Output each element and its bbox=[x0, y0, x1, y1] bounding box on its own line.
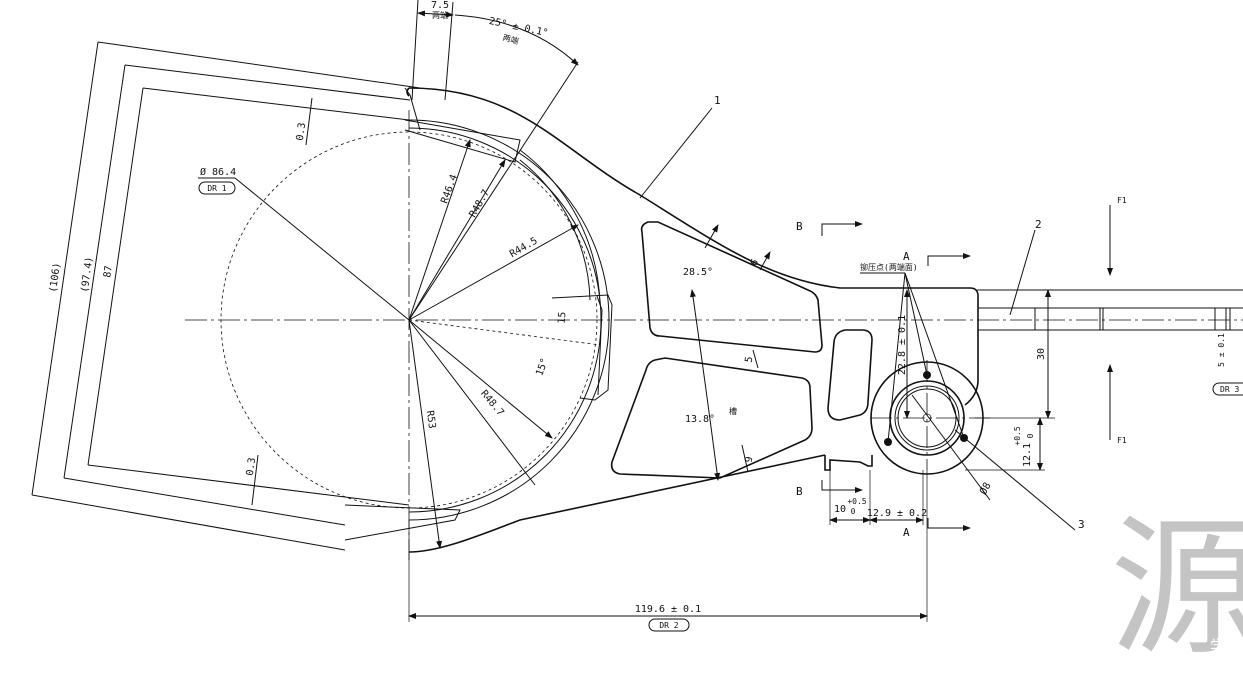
dim-87: 87 bbox=[102, 265, 115, 278]
dim-phi-8: Ø8 bbox=[977, 480, 993, 496]
arm-part-2 bbox=[978, 289, 1243, 331]
dim-10-tol: +0.5 bbox=[847, 497, 866, 506]
dim-r53: R53 bbox=[424, 410, 437, 429]
dim-r44-5: R44.5 bbox=[508, 236, 540, 261]
part-1-label: 1 bbox=[714, 94, 721, 107]
dim-7-5-note: 两端 bbox=[432, 10, 448, 20]
dim-12-9: 12.9 ± 0.2 bbox=[867, 508, 927, 519]
part-3-label: 3 bbox=[1078, 518, 1085, 531]
rivet-callout: 铆压点(两端面) bbox=[860, 262, 965, 443]
dim-30: 30 bbox=[1036, 348, 1047, 360]
dim-phi-86-4: Ø 86.4 bbox=[200, 166, 236, 178]
part-labels: 1 2 3 bbox=[639, 94, 1085, 531]
rivet-note: 铆压点(两端面) bbox=[860, 262, 918, 272]
pocket-note: 槽 bbox=[729, 406, 737, 416]
pockets bbox=[610, 221, 873, 479]
dim-7-5: 7.5 bbox=[431, 0, 449, 11]
dim-r48-7-bottom: R48.7 bbox=[478, 388, 506, 418]
dr1-label: DR 1 bbox=[207, 184, 226, 193]
watermark: 源 学 bbox=[1110, 502, 1243, 673]
dim-15: 15 bbox=[557, 311, 569, 324]
dim-106: (106) bbox=[48, 262, 63, 293]
section-b-bottom: B bbox=[796, 485, 803, 498]
boss-dimensions: 22.8 ± 0.1 30 12.1 +0.5 0 10 +0.5 0 12.9… bbox=[829, 196, 1243, 525]
dim-97-4: (97.4) bbox=[80, 256, 96, 293]
dim-0-3-bottom: 0.3 bbox=[245, 457, 258, 476]
section-markers: B B A A bbox=[796, 220, 971, 539]
dr3-label: DR 3 bbox=[1220, 385, 1239, 394]
dim-12-1-tol: +0.5 bbox=[1013, 426, 1022, 445]
dim-6: 6 bbox=[749, 257, 762, 268]
dim-28-5-deg: 28.5° bbox=[683, 267, 713, 278]
dia-86-4-callout: Ø 86.4 DR 1 bbox=[198, 166, 410, 321]
dim-12-1-tol-0: 0 bbox=[1026, 433, 1035, 438]
dim-13-8-deg: 13.8° bbox=[685, 414, 715, 425]
dim-25-deg: 25° ± 0.1° bbox=[488, 16, 549, 39]
dim-0-3-top: 0.3 bbox=[295, 122, 308, 141]
dim-25-deg-note: 两端 bbox=[502, 32, 520, 46]
pocket-dimensions: 6 28.5° 5 13.8° 槽 9 bbox=[683, 224, 771, 481]
left-dimension-frames: (106) (97.4) 87 0.3 0.3 bbox=[31, 41, 421, 551]
center-lines bbox=[185, 110, 1243, 560]
dim-5: 5 bbox=[744, 356, 756, 364]
lever-body bbox=[344, 87, 979, 553]
bottom-dimension: 119.6 ± 0.1 DR 2 bbox=[408, 470, 928, 632]
watermark-glyph: 源 bbox=[1110, 502, 1243, 673]
section-b-top: B bbox=[796, 220, 803, 233]
section-a-top: A bbox=[903, 250, 910, 263]
f1-top-label: F1 bbox=[1117, 196, 1127, 205]
dim-5-0-1: 5 ± 0.1 bbox=[1217, 333, 1226, 367]
f1-bottom-label: F1 bbox=[1117, 436, 1127, 445]
dim-9: 9 bbox=[744, 456, 756, 464]
dim-10-tol-0: 0 bbox=[851, 507, 856, 516]
watermark-text: 学 bbox=[1210, 637, 1226, 656]
dim-r46-4: R46.4 bbox=[439, 173, 460, 205]
dr2-label: DR 2 bbox=[659, 621, 678, 630]
dim-22-8: 22.8 ± 0.1 bbox=[897, 315, 908, 375]
dim-119-6: 119.6 ± 0.1 bbox=[635, 604, 701, 615]
dim-12-1: 12.1 bbox=[1022, 443, 1033, 467]
top-dimensions: 7.5 两端 25° ± 0.1° 两端 bbox=[408, 0, 579, 321]
dim-15-deg: 15° bbox=[534, 357, 551, 378]
dim-r48-7-top: R48.7 bbox=[468, 188, 493, 220]
part-2-label: 2 bbox=[1035, 218, 1042, 231]
section-a-bottom: A bbox=[903, 526, 910, 539]
dim-10: 10 bbox=[834, 504, 846, 515]
